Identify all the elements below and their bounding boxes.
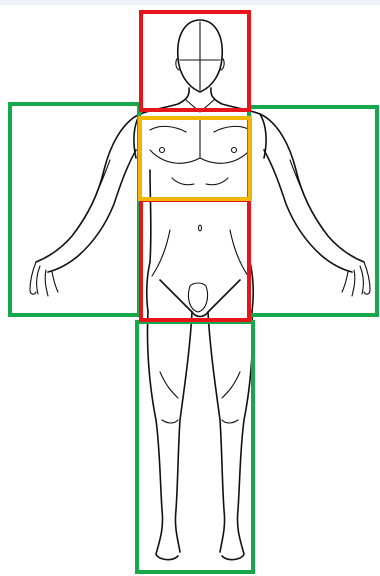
- left-arm-drawing: [30, 114, 140, 296]
- head-region: [141, 12, 249, 110]
- human-figure-lineart: [30, 20, 370, 560]
- abdomen-drawing: [150, 170, 250, 276]
- right-arm-region: [249, 107, 377, 315]
- chest-region: [140, 118, 250, 199]
- pelvis-region: [141, 200, 249, 320]
- left-arm-region: [10, 104, 139, 315]
- pelvis-drawing: [147, 262, 254, 317]
- right-arm-drawing: [260, 114, 370, 296]
- legs-region: [137, 322, 253, 572]
- region-overlays: [10, 12, 377, 572]
- legs-drawing: [147, 312, 252, 560]
- head-drawing: [176, 20, 224, 92]
- chest-drawing: [134, 114, 266, 163]
